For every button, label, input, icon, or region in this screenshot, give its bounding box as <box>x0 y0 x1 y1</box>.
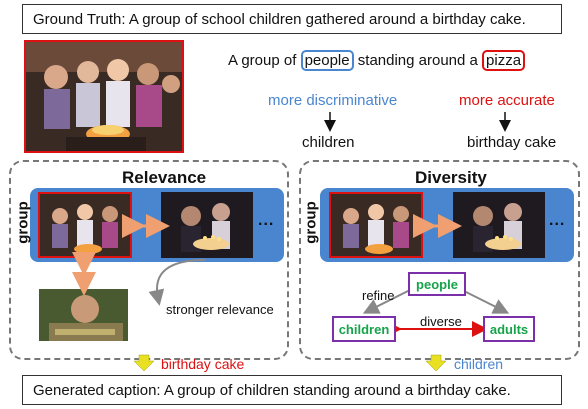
refine-label: refine <box>362 288 395 303</box>
relevance-photo-1 <box>38 192 132 258</box>
party-photo-illustration <box>26 42 182 151</box>
diversity-photo-2 <box>453 192 545 258</box>
generated-caption-text: Generated caption: A group of children s… <box>33 381 511 399</box>
word-people-box: people <box>300 50 354 71</box>
word-pizza-box: pizza <box>482 50 526 71</box>
caption-mid: standing around a <box>353 52 483 69</box>
relevance-query-photo <box>37 287 130 343</box>
ground-truth-text: Ground Truth: A group of school children… <box>33 10 526 28</box>
relevance-group-label: group <box>14 201 32 244</box>
stronger-relevance-label: stronger relevance <box>166 302 274 317</box>
top-caption: A group of people standing around a pizz… <box>228 50 526 71</box>
more-discriminative-label: more discriminative <box>268 92 398 109</box>
caption-pre: A group of <box>228 52 301 69</box>
diversity-more-dots: ... <box>549 212 566 229</box>
children-label: children <box>302 134 355 151</box>
relevance-photo-2 <box>161 192 253 258</box>
diversity-output: children <box>454 356 504 372</box>
diversity-group-label: group <box>302 201 320 244</box>
adults-node: adults <box>483 316 535 342</box>
birthday-cake-label: birthday cake <box>467 134 557 151</box>
relevance-more-dots: ... <box>258 212 275 229</box>
children-node: children <box>332 316 396 342</box>
main-photo <box>24 40 184 153</box>
relevance-title: Relevance <box>122 168 207 187</box>
diversity-title: Diversity <box>415 168 487 187</box>
more-accurate-label: more accurate <box>459 92 555 109</box>
people-node: people <box>408 272 466 296</box>
ground-truth-box: Ground Truth: A group of school children… <box>22 4 562 34</box>
generated-caption-box: Generated caption: A group of children s… <box>22 375 562 405</box>
diverse-label: diverse <box>420 314 462 329</box>
relevance-output: birthday cake <box>161 356 245 372</box>
diversity-photo-1 <box>329 192 423 258</box>
